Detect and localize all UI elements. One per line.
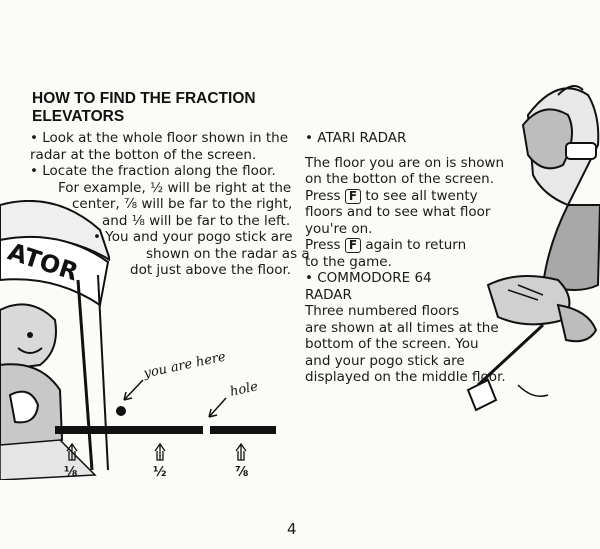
marker-arrow-icon: [154, 442, 166, 461]
press-f-line: Press F to see all twenty: [305, 188, 505, 205]
c64-radar-title: • COMMODORE 64: [305, 270, 432, 286]
pogo-character-illustration: [466, 85, 600, 412]
left-column-text: • Look at the whole floor shown in the r…: [30, 130, 310, 279]
f-key-icon: F: [344, 188, 362, 204]
text-line: • You and your pogo stick are: [93, 229, 293, 245]
press-f-line: Press F again to return: [305, 237, 505, 254]
marker-arrow-icon: [235, 442, 247, 461]
page-number: 4: [287, 520, 297, 538]
press-text-rest: to see all twenty: [365, 187, 478, 204]
text-line: • Locate the fraction along the floor.: [30, 163, 276, 179]
elevator-cartoon-illustration: ATOR: [0, 200, 110, 480]
floor-segment-right: [210, 426, 276, 434]
player-dot: [116, 406, 126, 416]
you-are-here-arrow-icon: [123, 379, 144, 401]
text-line: you're on.: [305, 220, 373, 237]
fraction-label: ½: [153, 465, 167, 480]
text-line: floors and to see what floor: [305, 204, 491, 220]
right-column-text: • ATARI RADAR The floor you are on is sh…: [305, 130, 506, 386]
text-line: • Look at the whole floor shown in the: [30, 130, 289, 146]
text-line: to the game.: [305, 253, 392, 270]
f-key-icon: F: [344, 238, 362, 253]
section-heading: HOW TO FIND THE FRACTION ELEVATORS: [32, 90, 292, 126]
fraction-label: ⅞: [235, 465, 249, 480]
hole-arrow-icon: [208, 397, 227, 418]
floor-segment-left: [55, 426, 203, 434]
text-line: Three numbered floors: [305, 303, 460, 319]
text-line: bottom of the screen. You: [305, 336, 479, 352]
text-line: The floor you are on is shown: [305, 154, 505, 171]
text-line: are shown at all times at the: [305, 319, 499, 336]
press-text-rest: again to return: [365, 237, 467, 253]
text-line: shown on the radar as a: [146, 245, 310, 262]
text-line: and ⅛ will be far to the left.: [102, 212, 291, 229]
text-line: dot just above the floor.: [130, 262, 292, 278]
press-text: Press: [305, 237, 341, 253]
text-line: For example, ½ will be right at the: [58, 179, 292, 196]
text-line: radar at the botton of the screen.: [30, 146, 257, 163]
heading-line: HOW TO FIND THE FRACTION: [32, 90, 256, 107]
c64-radar-title: RADAR: [305, 286, 352, 303]
text-line: and your pogo stick are: [305, 352, 465, 369]
fraction-label: ⅛: [64, 465, 78, 480]
press-text: Press: [305, 187, 341, 204]
atari-radar-title: • ATARI RADAR: [305, 130, 407, 146]
text-line: center, ⅞ will be far to the right,: [72, 196, 293, 212]
text-line: displayed on the middle floor.: [305, 369, 506, 385]
heading-line: ELEVATORS: [32, 108, 125, 125]
marker-arrow-icon: [66, 442, 78, 461]
text-line: on the botton of the screen.: [305, 171, 494, 187]
